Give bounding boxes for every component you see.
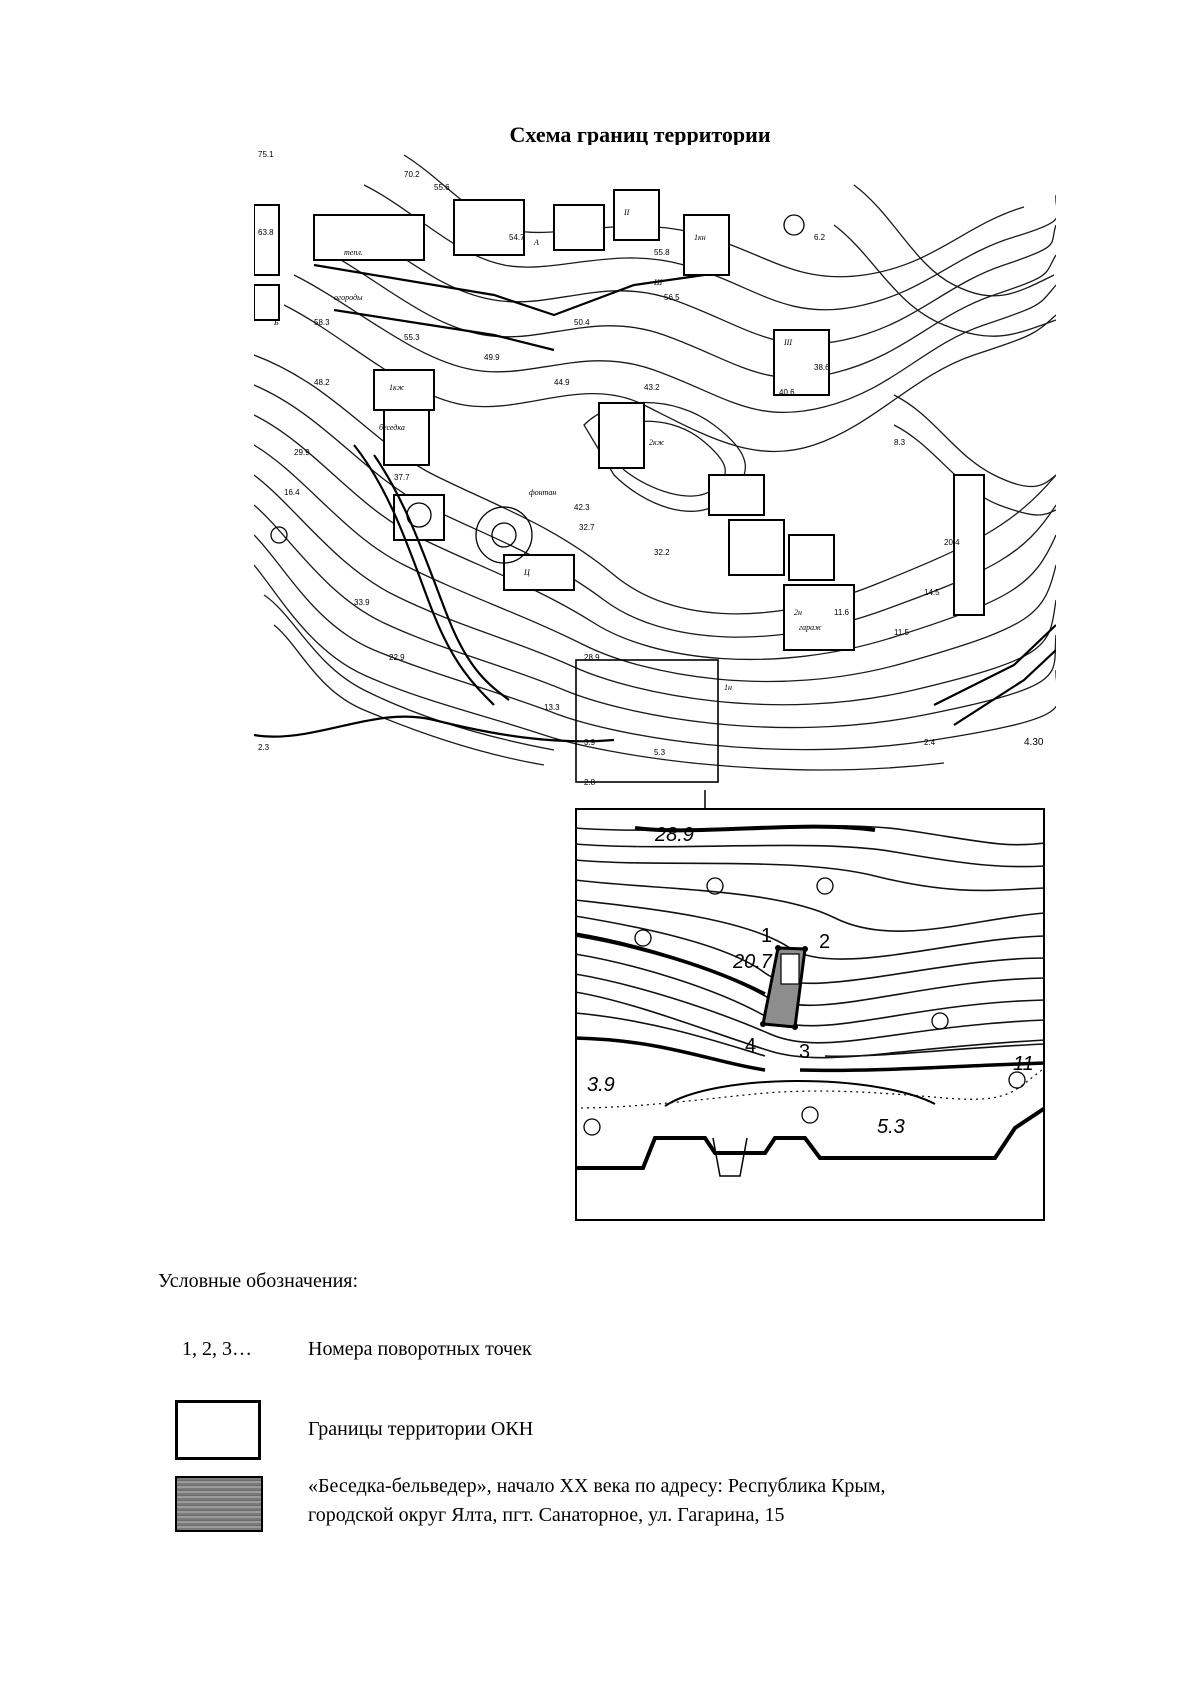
- elevation-label: 2.3: [258, 743, 270, 752]
- elevation-label: 70.2: [404, 170, 420, 179]
- elevation-label: 49.9: [484, 353, 500, 362]
- point-number: 4: [745, 1035, 756, 1057]
- inset-map: 1 2 3 4 28.9 20.7 3.9 5.3 11: [575, 808, 1045, 1221]
- elevation-label: 44.9: [554, 378, 570, 387]
- elevation-label: 22.9: [389, 653, 405, 662]
- inset-connector: [704, 790, 706, 810]
- elevation-label: 38.6: [814, 363, 830, 372]
- elevation-label: 3.9: [587, 1074, 615, 1096]
- legend-gazebo-label-line2: городской округ Ялта, пгт. Санаторное, у…: [308, 1504, 785, 1526]
- elevation-label: 55.8: [654, 248, 670, 257]
- building-label: Б: [273, 318, 279, 327]
- elevation-label: 32.2: [654, 548, 670, 557]
- elevation-label: 5.3: [654, 748, 666, 757]
- building-label: огороды: [334, 293, 363, 302]
- road-notch: [712, 1137, 748, 1177]
- legend-points-label: Номера поворотных точек: [308, 1338, 532, 1360]
- elevation-label: 56.5: [664, 293, 680, 302]
- elevation-labels: 75.1 70.2 63.8 58.3 55.6 54.7 55.3 55.8 …: [258, 150, 960, 787]
- elevation-label: 20.4: [944, 538, 960, 547]
- inset-elevations: 28.9 20.7 3.9 5.3 11: [587, 824, 1034, 1138]
- elevation-label: 32.7: [579, 523, 595, 532]
- building-label: тепл.: [344, 248, 363, 257]
- elevation-label: 58.3: [314, 318, 330, 327]
- legend-heading: Условные обозначения:: [158, 1270, 359, 1292]
- slope-arc: [664, 1080, 936, 1107]
- inset-point-numbers: 1 2 3 4: [745, 925, 830, 1063]
- elevation-label: 3.9: [584, 738, 596, 747]
- building-label: 1кн: [694, 233, 706, 242]
- point-number: 3: [799, 1041, 810, 1063]
- map-corner-mark: 4.30: [1024, 737, 1044, 748]
- turning-points: [760, 945, 808, 1030]
- elevation-label: 2.8: [584, 778, 596, 787]
- elevation-label: 55.6: [434, 183, 450, 192]
- legend-boundary-label: Границы территории ОКН: [308, 1418, 534, 1440]
- building-label: 2кж: [649, 438, 665, 447]
- elevation-label: 16.4: [284, 488, 300, 497]
- building-label: гараж: [799, 623, 822, 632]
- elevation-label: 50.4: [574, 318, 590, 327]
- topographic-map: 4.30 75.1 70.2 63.8 58.3 55.6 54.7 55.3 …: [254, 145, 1056, 790]
- thick-contour: [634, 824, 876, 833]
- elevation-label: 48.2: [314, 378, 330, 387]
- elevation-label: 11.6: [834, 608, 850, 617]
- elevation-label: 11.5: [894, 628, 910, 637]
- page-title: Схема границ территории: [509, 122, 771, 147]
- thick-contour: [575, 1036, 1045, 1073]
- gazebo-symbol: [175, 1476, 263, 1532]
- boundary-symbol: [175, 1400, 261, 1460]
- elevation-label: 8.3: [894, 438, 906, 447]
- elevation-label: 37.7: [394, 473, 410, 482]
- bank-line: [575, 1067, 1045, 1109]
- roads: [254, 263, 1056, 743]
- elevation-label: 29.9: [294, 448, 310, 457]
- elevation-label: 43.2: [644, 383, 660, 392]
- elevation-label: 28.9: [584, 653, 600, 662]
- elevation-label: 20.7: [732, 951, 773, 973]
- building-label: Ш: [653, 278, 663, 287]
- legend-gazebo-label-line1: «Беседка-бельведер», начало XX века по а…: [308, 1475, 886, 1497]
- elevation-label: 6.2: [814, 233, 826, 242]
- elevation-label: 28.9: [654, 824, 694, 846]
- point-number: 1: [761, 925, 772, 947]
- legend-points-symbol: 1, 2, 3…: [182, 1338, 252, 1360]
- elevation-label: 11: [1013, 1053, 1034, 1075]
- building-label: II: [623, 208, 630, 217]
- contour-lines: [254, 154, 1056, 771]
- inset-circles: [583, 877, 1026, 1136]
- elevation-label: 5.3: [877, 1116, 905, 1138]
- elevation-label: 13.3: [544, 703, 560, 712]
- elevation-label: 42.3: [574, 503, 590, 512]
- elevation-label: 40.6: [779, 388, 795, 397]
- building-label: А: [533, 238, 539, 247]
- point-number: 2: [819, 931, 830, 953]
- elevation-label: 55.3: [404, 333, 420, 342]
- building-label: Ц: [523, 568, 531, 577]
- gazebo-steps: [780, 953, 800, 985]
- elevation-label: 75.1: [258, 150, 274, 159]
- thick-contour: [575, 932, 766, 996]
- elevation-label: 2.4: [924, 738, 936, 747]
- elevation-label: 33.9: [354, 598, 370, 607]
- building-label: 2н: [794, 608, 802, 617]
- elevation-label: 63.8: [258, 228, 274, 237]
- building-labels: 1кж 2кж 1кн 1н 2н тепл. гараж огороды бе…: [273, 208, 822, 692]
- road-edge: [575, 1106, 1045, 1170]
- building-label: 1кж: [389, 383, 405, 392]
- inset-area-frame: [575, 659, 719, 783]
- building-label: фонтан: [529, 488, 556, 497]
- building-label: беседка: [379, 423, 405, 432]
- elevation-label: 54.7: [509, 233, 525, 242]
- buildings: [254, 189, 985, 651]
- building-label: III: [783, 338, 792, 347]
- building-label: 1н: [724, 683, 732, 692]
- elevation-label: 14.5: [924, 588, 940, 597]
